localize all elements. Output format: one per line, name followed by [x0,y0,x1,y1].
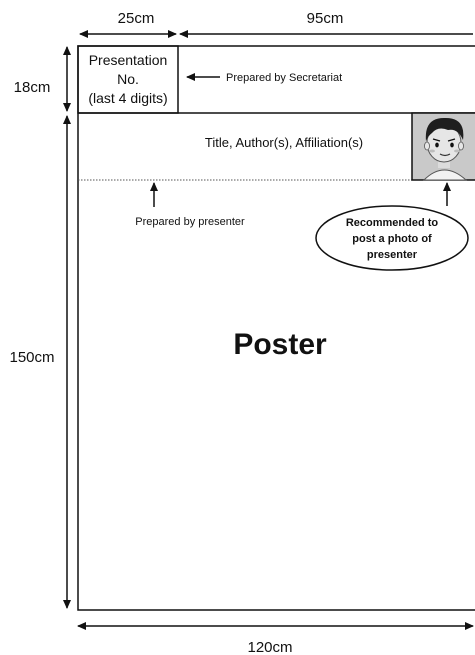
presentation-width-label: 25cm [118,10,155,27]
presentation-number-line2: No. [117,71,139,87]
poster-height-label: 150cm [9,349,54,366]
presenter-photo [411,112,475,181]
photo-callout-line3: presenter [367,249,418,261]
poster-board-frame [77,45,475,611]
total-width-label: 120cm [247,639,292,655]
title-author-affiliation-label: Title, Author(s), Affiliation(s) [205,135,363,150]
photo-callout-line1: Recommended to [346,217,439,229]
presentation-number-line3: (last 4 digits) [88,90,167,106]
photo-callout-line2: post a photo of [352,233,432,245]
presenter-note: Prepared by presenter [135,216,245,228]
photo-callout-bubble [315,205,469,271]
title-width-label: 95cm [307,10,344,27]
poster-title: Poster [233,328,327,361]
header-height-label: 18cm [14,79,51,96]
secretariat-note: Prepared by Secretariat [226,72,342,84]
presentation-number-box [77,45,179,114]
presentation-number-line1: Presentation [89,52,168,68]
